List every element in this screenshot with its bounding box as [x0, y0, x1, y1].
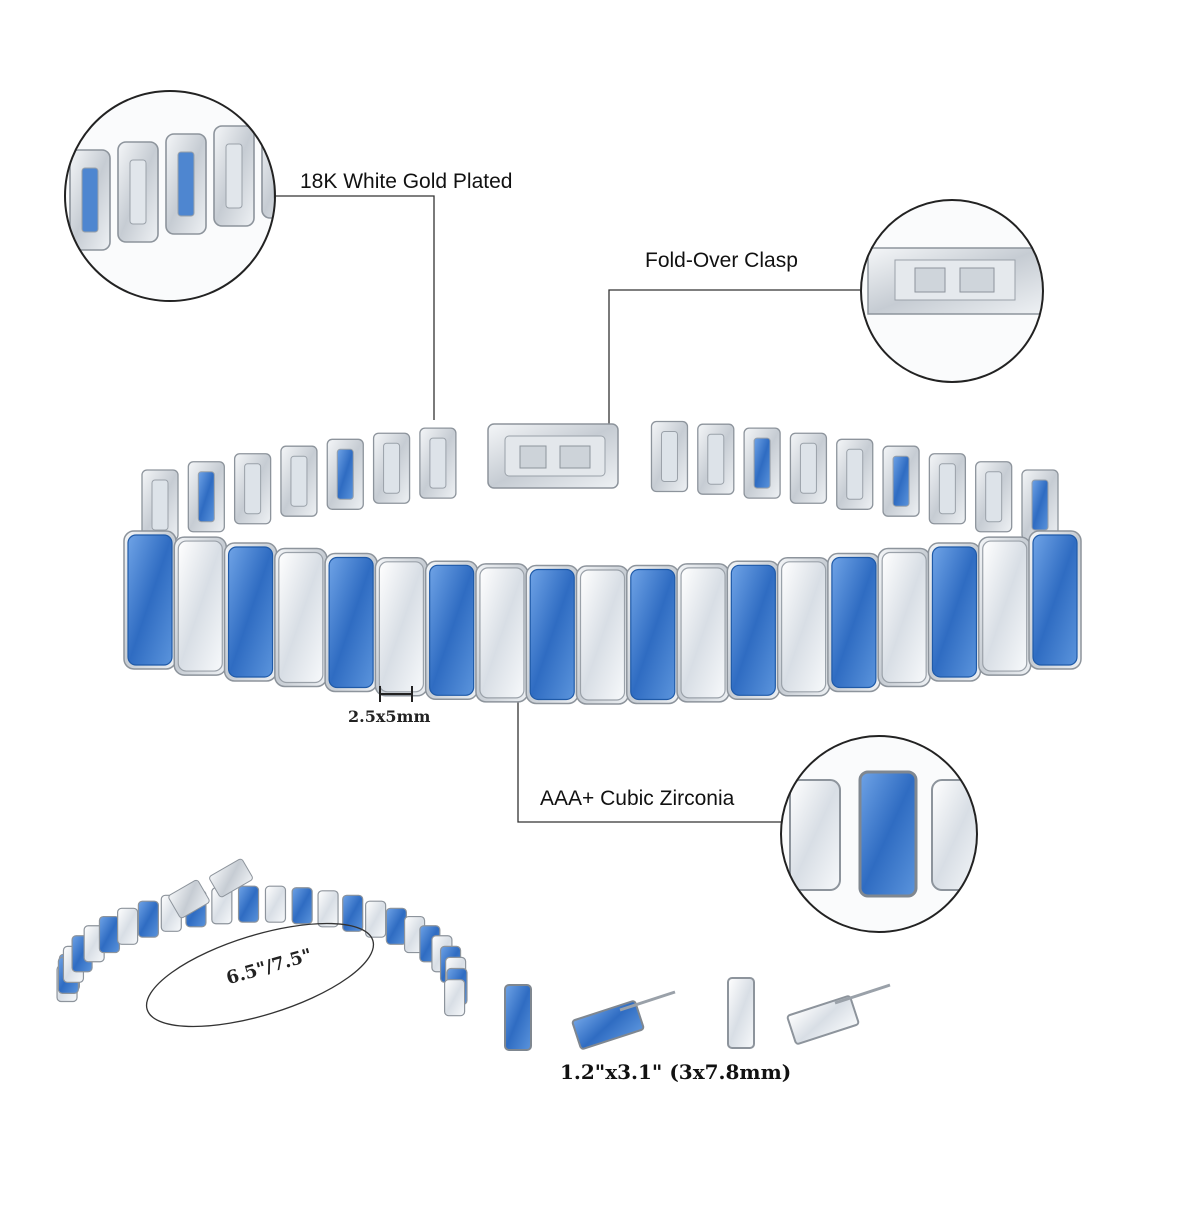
small-blue-stone: [385, 907, 407, 945]
small-white-stone: [365, 900, 387, 938]
clasp-label: Fold-Over Clasp: [645, 249, 798, 272]
small-white-stone: [264, 885, 287, 923]
back-stone: [846, 448, 864, 500]
blue-stone: [429, 564, 475, 696]
small-blue-stone: [342, 894, 364, 932]
back-stone: [383, 442, 401, 494]
bracelet-open-view: [56, 858, 468, 1028]
blue-stone: [730, 564, 776, 696]
bracelet-front-row: [123, 530, 1082, 705]
small-white-stone: [117, 907, 139, 945]
white-stone: [781, 561, 827, 693]
bracelet-back-row: [141, 420, 1059, 541]
back-stone: [336, 448, 354, 500]
back-stone: [244, 463, 262, 515]
plated-link: [261, 117, 275, 219]
earrings: [504, 977, 891, 1051]
back-stone: [892, 455, 910, 507]
plated-link-stone: [273, 135, 275, 201]
white-stone: [680, 567, 726, 699]
back-stone: [753, 437, 771, 489]
white-stone: [479, 567, 525, 699]
white-stone: [177, 540, 223, 672]
back-stone: [197, 471, 215, 523]
plated-link-stone: [225, 143, 243, 209]
blue-stone: [328, 556, 374, 689]
back-stone: [799, 442, 817, 494]
small-blue-stone: [98, 915, 121, 954]
small-blue-stone: [291, 887, 313, 925]
detail-circle-zirconia: [780, 735, 978, 933]
earring-size-label: 1.2"x3.1" (3x7.8mm): [560, 1060, 792, 1084]
blue-stone: [227, 546, 274, 678]
plated-link-stone: [81, 167, 99, 233]
white-stone: [378, 561, 424, 693]
blue-stone: [931, 546, 978, 678]
back-stone: [290, 455, 308, 507]
back-stone: [938, 463, 956, 515]
back-stone: [985, 471, 1003, 523]
plated-link-stone: [129, 159, 147, 225]
white-stone: [579, 569, 626, 701]
small-white-stone: [317, 890, 339, 928]
detail-circle-plated: [64, 90, 276, 302]
small-clasp: [168, 858, 253, 919]
back-stone: [707, 433, 725, 485]
blue-stone: [630, 568, 676, 701]
small-blue-stone: [137, 900, 159, 938]
blue-stone: [127, 534, 173, 666]
white-stone: [881, 551, 927, 684]
stone-size-label: 2.5x5mm: [348, 707, 431, 726]
plated-link-stone: [177, 151, 195, 217]
callout-lines: [275, 195, 860, 823]
back-stone: [151, 479, 169, 531]
blue-stone: [1032, 534, 1078, 666]
plated-label: 18K White Gold Plated: [300, 170, 513, 193]
back-stone: [660, 431, 678, 483]
detail-circle-clasp: [860, 199, 1044, 383]
blue-stone: [831, 556, 877, 689]
back-stone: [429, 437, 447, 489]
fold-over-clasp: [487, 423, 619, 489]
zirconia-label: AAA+ Cubic Zirconia: [540, 787, 735, 810]
back-stone: [1031, 479, 1049, 531]
white-stone: [278, 551, 324, 684]
white-stone: [982, 540, 1028, 672]
stone-size-marker: [379, 686, 413, 702]
small-white-stone: [443, 979, 466, 1017]
blue-stone: [529, 568, 575, 701]
small-blue-stone: [237, 885, 260, 923]
